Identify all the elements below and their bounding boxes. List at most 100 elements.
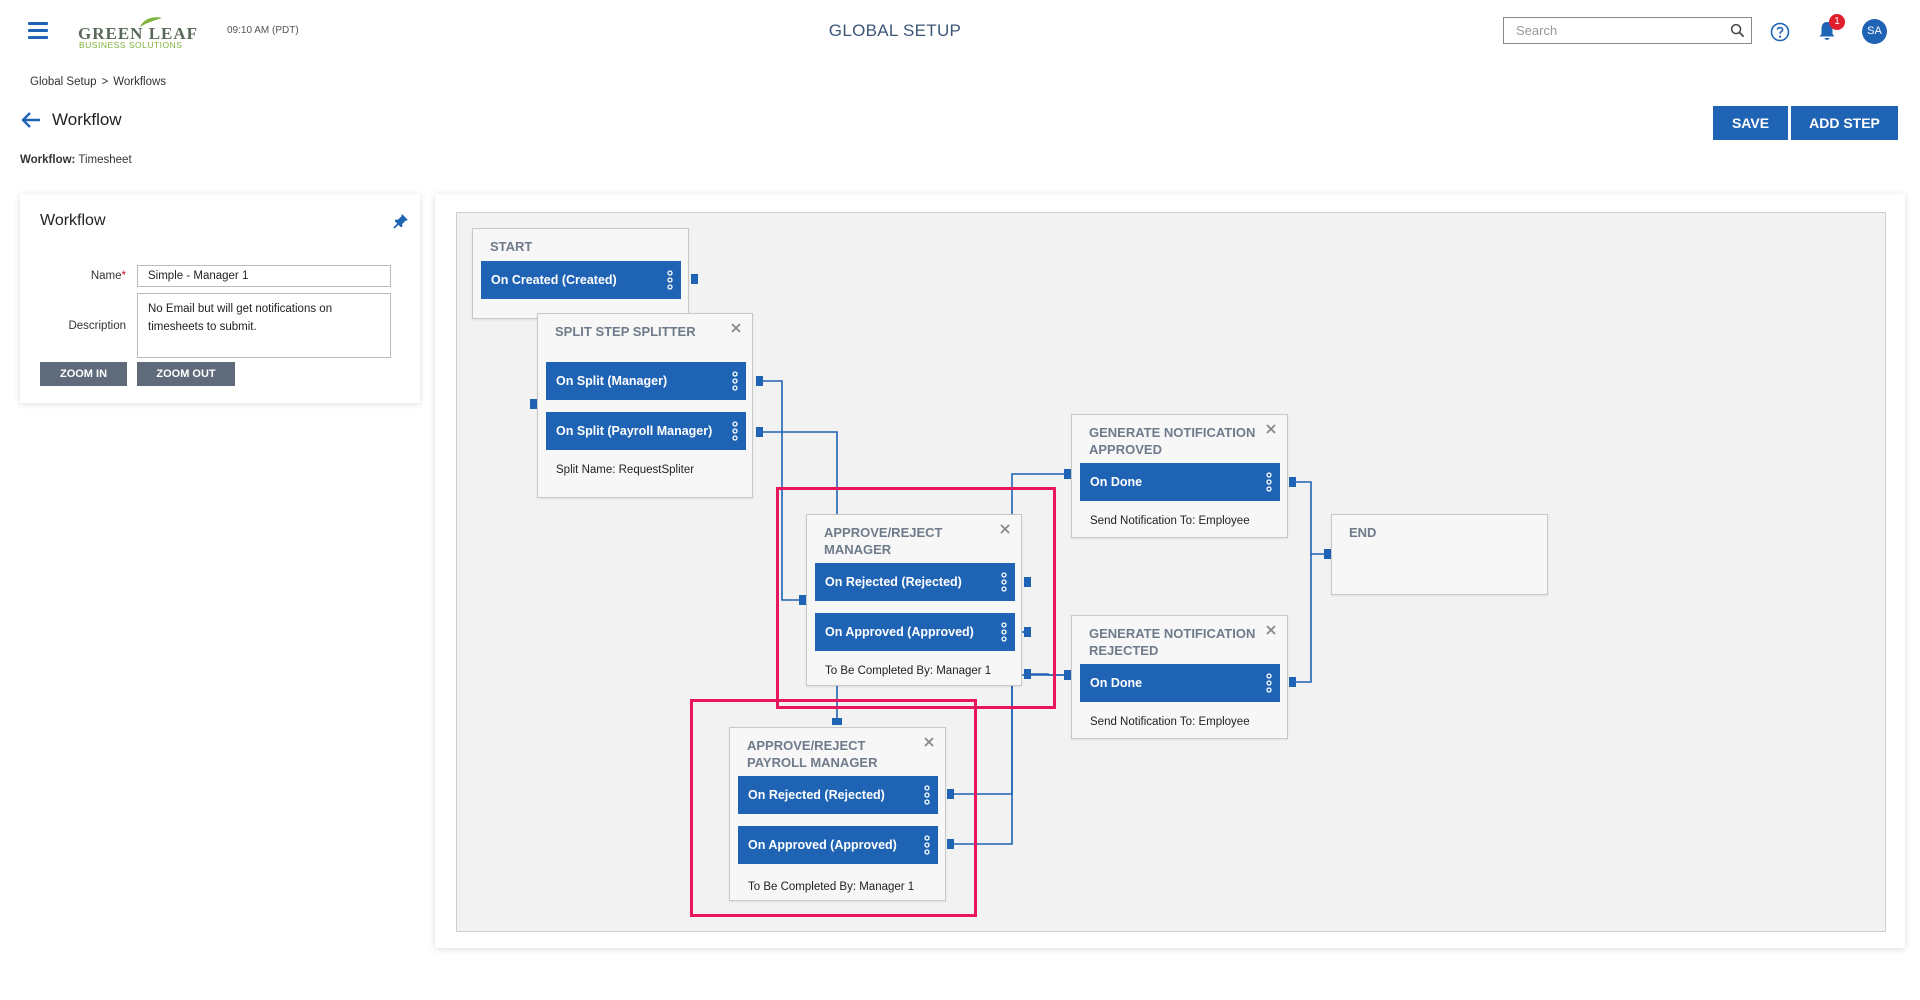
name-label: Name* bbox=[90, 270, 126, 282]
page-title: Workflow bbox=[52, 110, 122, 129]
event-on-done[interactable]: On Done bbox=[1080, 664, 1280, 702]
app-title: GLOBAL SETUP bbox=[828, 21, 962, 40]
hamburger-menu-icon[interactable] bbox=[28, 22, 48, 40]
event-label: On Split (Payroll Manager) bbox=[556, 424, 713, 438]
close-icon[interactable] bbox=[730, 322, 742, 334]
step-footer: To Be Completed By: Manager 1 bbox=[825, 665, 992, 677]
logo-tagline: BUSINESS SOLUTIONS bbox=[79, 40, 183, 50]
search-input[interactable] bbox=[1504, 18, 1714, 43]
step-title: SPLIT STEP SPLITTER bbox=[555, 324, 696, 339]
connector-port[interactable] bbox=[832, 718, 842, 725]
workflow-meta-label: Workflow: bbox=[20, 154, 76, 166]
connector-port[interactable] bbox=[799, 595, 806, 605]
breadcrumb-separator: > bbox=[101, 76, 109, 88]
connector-port[interactable] bbox=[1064, 469, 1071, 479]
close-icon[interactable] bbox=[1265, 423, 1277, 435]
event-label: On Approved (Approved) bbox=[748, 838, 897, 852]
step-start[interactable]: START On Created (Created) bbox=[472, 228, 689, 319]
top-header: GREEN LEAF BUSINESS SOLUTIONS 09:10 AM (… bbox=[0, 0, 1920, 64]
step-generate-notification-approved[interactable]: GENERATE NOTIFICATION APPROVED On Done S… bbox=[1071, 414, 1288, 538]
zoom-in-button[interactable]: ZOOM IN bbox=[40, 362, 127, 386]
workflow-meta: Workflow: Timesheet bbox=[20, 154, 132, 166]
kebab-menu-icon[interactable] bbox=[732, 371, 738, 391]
breadcrumb-item-global-setup[interactable]: Global Setup bbox=[30, 76, 97, 88]
connector-port[interactable] bbox=[947, 789, 954, 799]
step-generate-notification-rejected[interactable]: GENERATE NOTIFICATION REJECTED On Done S… bbox=[1071, 615, 1288, 739]
step-footer: Split Name: RequestSpliter bbox=[556, 464, 695, 476]
event-label: On Done bbox=[1090, 475, 1143, 489]
kebab-menu-icon[interactable] bbox=[1266, 472, 1272, 492]
close-icon[interactable] bbox=[923, 736, 935, 748]
company-logo[interactable]: GREEN LEAF BUSINESS SOLUTIONS bbox=[78, 16, 208, 50]
name-field[interactable] bbox=[137, 265, 391, 287]
kebab-menu-icon[interactable] bbox=[924, 835, 930, 855]
event-label: On Done bbox=[1090, 676, 1143, 690]
connector-port[interactable] bbox=[1024, 669, 1031, 679]
back-arrow-icon[interactable] bbox=[20, 110, 42, 130]
description-field[interactable]: No Email but will get notifications on t… bbox=[137, 293, 391, 358]
step-footer: Send Notification To: Employee bbox=[1090, 716, 1250, 728]
close-icon[interactable] bbox=[999, 523, 1011, 535]
kebab-menu-icon[interactable] bbox=[1266, 673, 1272, 693]
step-title: APPROVE/REJECT MANAGER bbox=[824, 525, 943, 557]
connector-port[interactable] bbox=[1024, 627, 1031, 637]
step-approve-reject-payroll-manager[interactable]: APPROVE/REJECT PAYROLL MANAGER On Reject… bbox=[729, 727, 946, 901]
connector-port[interactable] bbox=[756, 427, 763, 437]
step-title: APPROVE/REJECT PAYROLL MANAGER bbox=[747, 738, 878, 770]
required-marker: * bbox=[121, 270, 126, 282]
connector-port[interactable] bbox=[691, 274, 698, 284]
breadcrumb-item-workflows[interactable]: Workflows bbox=[113, 76, 167, 88]
logo-wordmark: GREEN LEAF bbox=[78, 24, 199, 43]
description-label: Description bbox=[68, 320, 126, 332]
connector-port[interactable] bbox=[1324, 549, 1331, 559]
event-on-done[interactable]: On Done bbox=[1080, 463, 1280, 501]
kebab-menu-icon[interactable] bbox=[924, 785, 930, 805]
connector-port[interactable] bbox=[947, 839, 954, 849]
connector-port[interactable] bbox=[1024, 577, 1031, 587]
step-title: END bbox=[1349, 525, 1377, 540]
event-on-created[interactable]: On Created (Created) bbox=[481, 261, 681, 299]
connector-port[interactable] bbox=[1289, 677, 1296, 687]
close-icon[interactable] bbox=[1265, 624, 1277, 636]
kebab-menu-icon[interactable] bbox=[1001, 572, 1007, 592]
connector-port[interactable] bbox=[756, 376, 763, 386]
current-time: 09:10 AM (PDT) bbox=[227, 25, 299, 36]
panel-title: Workflow bbox=[40, 212, 106, 229]
leaf-icon bbox=[140, 17, 162, 27]
notification-badge: 1 bbox=[1829, 14, 1845, 30]
add-step-button[interactable]: ADD STEP bbox=[1791, 106, 1898, 140]
connector-port[interactable] bbox=[1289, 477, 1296, 487]
event-on-split-manager[interactable]: On Split (Manager) bbox=[546, 362, 746, 400]
event-label: On Approved (Approved) bbox=[825, 625, 974, 639]
kebab-menu-icon[interactable] bbox=[1001, 622, 1007, 642]
pin-icon[interactable] bbox=[392, 212, 410, 230]
step-approve-reject-manager[interactable]: APPROVE/REJECT MANAGER On Rejected (Reje… bbox=[806, 514, 1022, 686]
step-title: START bbox=[490, 239, 533, 254]
event-on-approved[interactable]: On Approved (Approved) bbox=[738, 826, 938, 864]
event-label: On Split (Manager) bbox=[556, 374, 668, 388]
event-on-rejected[interactable]: On Rejected (Rejected) bbox=[815, 563, 1015, 601]
event-on-rejected[interactable]: On Rejected (Rejected) bbox=[738, 776, 938, 814]
breadcrumb: Global Setup > Workflows bbox=[30, 76, 166, 88]
connector-port[interactable] bbox=[530, 399, 537, 409]
event-on-approved[interactable]: On Approved (Approved) bbox=[815, 613, 1015, 651]
step-footer: Send Notification To: Employee bbox=[1090, 515, 1250, 527]
save-button[interactable]: SAVE bbox=[1713, 106, 1788, 140]
search-box bbox=[1503, 17, 1752, 44]
connector-port[interactable] bbox=[1064, 670, 1071, 680]
search-icon[interactable] bbox=[1730, 23, 1745, 38]
step-end[interactable]: END bbox=[1331, 514, 1548, 595]
event-label: On Rejected (Rejected) bbox=[825, 575, 962, 589]
step-title: GENERATE NOTIFICATION REJECTED bbox=[1089, 626, 1256, 658]
step-split-splitter[interactable]: SPLIT STEP SPLITTER On Split (Manager) O… bbox=[537, 313, 753, 498]
event-label: On Created (Created) bbox=[491, 273, 617, 287]
event-on-split-payroll-manager[interactable]: On Split (Payroll Manager) bbox=[546, 412, 746, 450]
kebab-menu-icon[interactable] bbox=[732, 421, 738, 441]
kebab-menu-icon[interactable] bbox=[667, 270, 673, 290]
help-icon[interactable] bbox=[1770, 22, 1790, 42]
user-avatar[interactable]: SA bbox=[1862, 19, 1887, 44]
zoom-out-button[interactable]: ZOOM OUT bbox=[137, 362, 235, 386]
workflow-meta-value: Timesheet bbox=[78, 154, 132, 166]
step-title: GENERATE NOTIFICATION APPROVED bbox=[1089, 425, 1256, 457]
event-label: On Rejected (Rejected) bbox=[748, 788, 885, 802]
